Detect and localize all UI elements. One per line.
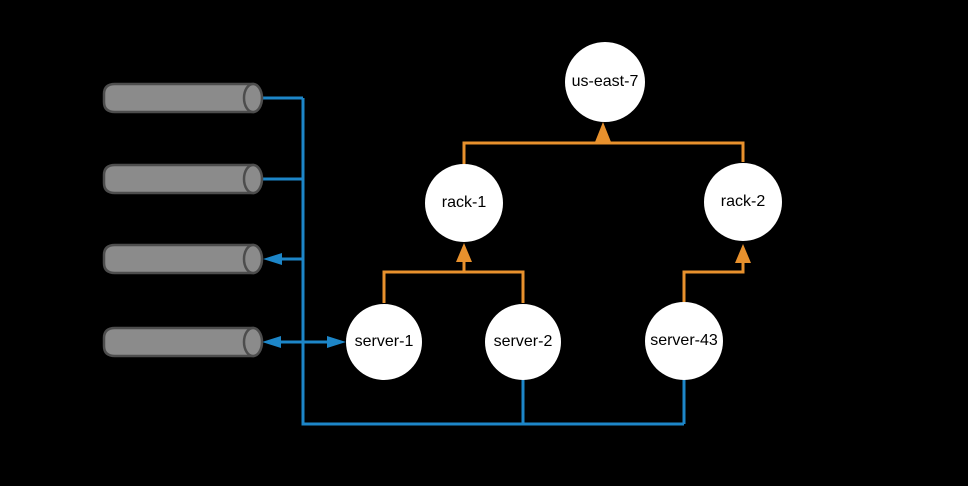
- disk-group: [102, 82, 264, 358]
- arrowhead-into-rack2: [735, 244, 751, 263]
- node-us-east-7: us-east-7: [565, 42, 645, 122]
- node-rack-1: rack-1: [425, 164, 503, 242]
- arrowhead-into-disk3: [263, 253, 282, 265]
- disk-3-cap: [242, 243, 264, 275]
- disk-2-body: [102, 163, 255, 195]
- disk-cylinder-2: [102, 163, 264, 195]
- disk-cylinder-1: [102, 82, 264, 114]
- node-server-2: server-2: [485, 304, 561, 380]
- disk-2-cap: [242, 163, 264, 195]
- edge-storage-bus: [301, 98, 684, 426]
- arrowhead-into-disk4: [262, 336, 281, 348]
- arrowhead-into-us-east-7: [595, 122, 611, 142]
- topology-tree-edges: [382, 122, 751, 303]
- disk-cylinder-3: [102, 243, 264, 275]
- edge-server43-to-rack2: [682, 261, 745, 302]
- disk-1-body: [102, 82, 255, 114]
- arrowhead-into-server1: [327, 336, 346, 348]
- arrowhead-into-rack1: [456, 243, 472, 262]
- disk-4-cap: [242, 326, 264, 358]
- disk-4-body: [102, 326, 255, 358]
- node-server-43: server-43: [645, 302, 723, 380]
- edge-servers-to-rack1: [382, 270, 525, 303]
- edge-racks-to-region: [462, 141, 745, 164]
- disk-cylinder-4: [102, 326, 264, 358]
- node-rack-2: rack-2: [704, 163, 782, 241]
- disk-1-cap: [242, 82, 264, 114]
- node-server-1: server-1: [346, 304, 422, 380]
- disk-3-body: [102, 243, 255, 275]
- storage-network: [262, 96, 686, 426]
